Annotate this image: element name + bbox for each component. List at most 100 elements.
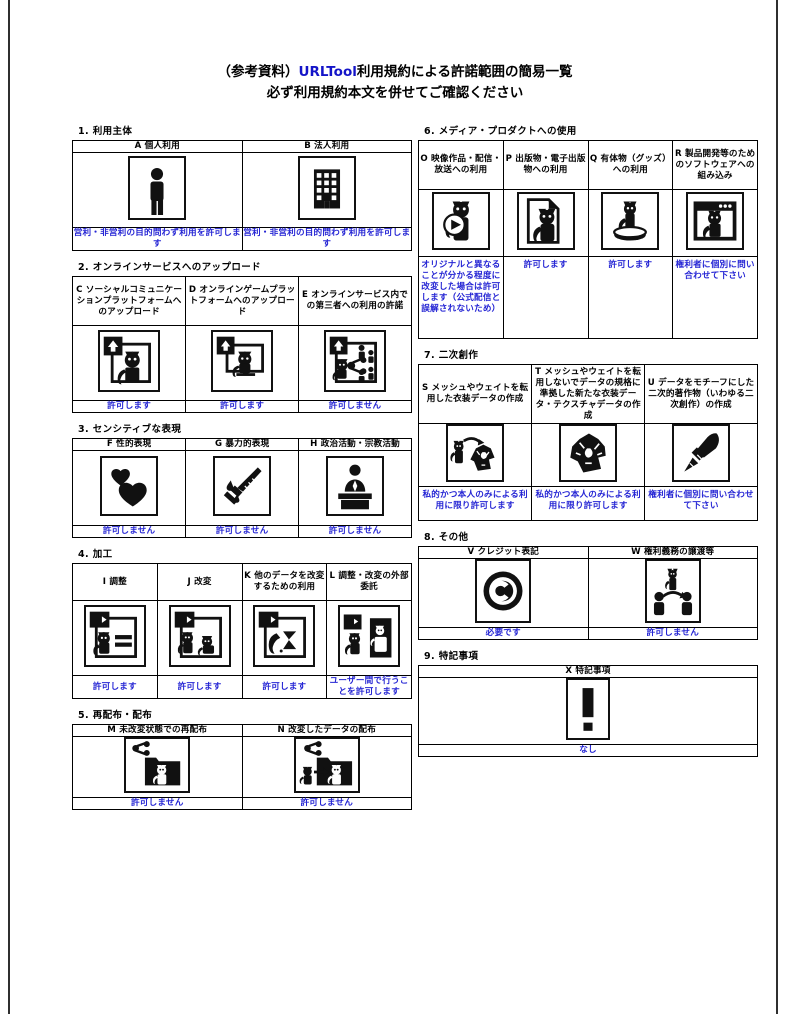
cell-icon-M [72, 736, 243, 798]
section-4-table: I 調整 J 改変 K 他のデータを改変するための利用 L 調整・改変の外部委託 [72, 563, 412, 699]
cell-header-H: H 政治活動・宗教活動 [298, 438, 412, 451]
section-6-heading: 6. メディア・プロダクトへの使用 [424, 126, 577, 137]
section-5-heading: 5. 再配布・配布 [78, 710, 153, 721]
cell-icon-G [185, 450, 300, 526]
table-row [417, 423, 758, 487]
title-line-1: （参考資料）URLTool利用規約による許諾範囲の簡易一覧 [10, 62, 780, 83]
arrow-cat-morph-icon [253, 605, 316, 667]
table-row [418, 189, 758, 257]
table-row: 許可します 許可します 許可します ユーザー間で行うことを許可します [72, 675, 412, 699]
cell-icon-F [71, 450, 187, 526]
table-row: M 未改変状態での再配布 N 改変したデータの配布 [72, 724, 412, 737]
section-3-table: F 性的表現 G 暴力的表現 H 政治活動・宗教活動 [71, 438, 412, 538]
cell-note-K: 許可します [241, 675, 328, 699]
cell-header-M: M 未改変状態での再配布 [72, 724, 243, 737]
cell-note-M: 許可しません [72, 797, 243, 810]
table-row: 営利・非営利の目的問わず利用を許可します 営利・非営利の目的問わず利用を許可しま… [72, 227, 412, 251]
cell-icon-S [417, 423, 533, 487]
section-8-table: V クレジット表記 W 権利義務の譲渡等 [418, 546, 758, 640]
cell-icon-O [418, 189, 504, 257]
cell-header-P: P 出版物・電子出版物への利用 [502, 140, 589, 190]
cell-header-F: F 性的表現 [71, 438, 187, 451]
table-row [72, 152, 412, 228]
cell-header-S: S メッシュやウェイトを転用した衣装データの作成 [417, 364, 533, 424]
table-row [72, 600, 412, 676]
cell-note-V: 必要です [418, 627, 589, 640]
left-column: 1. 利用主体 A 個人利用 B 法人利用 [71, 126, 412, 821]
cell-note-A: 営利・非営利の目的問わず利用を許可します [72, 227, 243, 251]
table-row: なし [418, 744, 758, 757]
cat-to-garment-icon [446, 424, 505, 482]
section-2: 2. オンラインサービスへのアップロード C ソーシャルコミュニケーションプラッ… [71, 262, 412, 413]
cell-note-I: 許可します [72, 675, 158, 699]
upload-cat-share-icon [324, 330, 387, 392]
cell-header-R: R 製品開発等のためのソフトウェアへの組み込み [672, 140, 758, 190]
knife-blood-icon [213, 456, 272, 516]
paintbrush-icon [672, 424, 731, 482]
cell-header-O: O 映像作品・配信・放送への利用 [418, 140, 504, 190]
cell-note-U: 権利者に個別に問い合わせて下さい [644, 486, 758, 521]
cell-icon-N [241, 736, 412, 798]
table-row: 必要です 許可しません [418, 627, 758, 640]
cat-app-window-icon [686, 192, 745, 250]
table-row: S メッシュやウェイトを転用した衣装データの作成 T メッシュやウェイトを転用し… [417, 364, 758, 424]
cell-header-W: W 権利義務の譲渡等 [587, 546, 758, 559]
cat-play-button-icon [431, 192, 490, 250]
cell-note-X: なし [418, 744, 758, 757]
title-prefix: （参考資料） [217, 64, 299, 80]
table-row [418, 677, 758, 745]
cell-note-L: ユーザー間で行うことを許可します [326, 675, 412, 699]
cell-note-B: 営利・非営利の目的問わず利用を許可します [241, 227, 412, 251]
cell-header-B: B 法人利用 [241, 140, 412, 153]
building-icon [297, 156, 356, 220]
section-4: 4. 加工 I 調整 J 改変 K 他のデータを改変するための利用 L 調整・改… [72, 549, 412, 699]
section-7-table: S メッシュやウェイトを転用した衣装データの作成 T メッシュやウェイトを転用し… [417, 364, 758, 521]
table-row: 許可しません 許可しません 許可しません [71, 525, 412, 538]
section-8: 8. その他 V クレジット表記 W 権利義務の譲渡等 [418, 532, 758, 640]
cell-icon-V [418, 558, 589, 628]
section-1-heading: 1. 利用主体 [78, 126, 133, 137]
cell-icon-C [71, 325, 187, 401]
cell-header-T: T メッシュやウェイトを転用しないでデータの規格に準拠した新たな衣装データ・テク… [531, 364, 646, 424]
table-row [418, 558, 758, 628]
copyright-icon [475, 559, 532, 623]
cell-header-D: D オンラインゲームプラットフォームへのアップロード [185, 276, 300, 326]
cell-header-N: N 改変したデータの配布 [241, 724, 412, 737]
cell-icon-I [72, 600, 158, 676]
cell-icon-H [298, 450, 412, 526]
section-8-heading: 8. その他 [424, 532, 469, 543]
share-folder-modified-cat-icon [293, 737, 360, 793]
table-row [72, 736, 412, 798]
cell-icon-P [502, 189, 589, 257]
cell-icon-E [298, 325, 412, 401]
table-row: X 特記事項 [418, 665, 758, 678]
section-1: 1. 利用主体 A 個人利用 B 法人利用 [72, 126, 412, 251]
cell-icon-X [418, 677, 758, 745]
cell-header-V: V クレジット表記 [418, 546, 589, 559]
cell-header-A: A 個人利用 [72, 140, 243, 153]
table-row: F 性的表現 G 暴力的表現 H 政治活動・宗教活動 [71, 438, 412, 451]
right-column: 6. メディア・プロダクトへの使用 O 映像作品・配信・放送への利用 P 出版物… [417, 126, 758, 768]
share-folder-cat-icon [124, 737, 191, 793]
cell-icon-R [672, 189, 758, 257]
cat-figurine-icon [601, 192, 660, 250]
cell-icon-K [241, 600, 328, 676]
transfer-cat-icon [644, 559, 701, 623]
hearts-icon [100, 456, 159, 516]
cell-icon-B [241, 152, 412, 228]
cell-header-U: U データをモチーフにした二次的著作物（いわゆる二次創作）の作成 [644, 364, 758, 424]
cell-header-L: L 調整・改変の外部委託 [326, 563, 412, 601]
section-5: 5. 再配布・配布 M 未改変状態での再配布 N 改変したデータの配布 [72, 710, 412, 810]
section-5-table: M 未改変状態での再配布 N 改変したデータの配布 [72, 724, 412, 810]
speaker-podium-icon [326, 456, 385, 516]
section-4-heading: 4. 加工 [78, 549, 113, 560]
cell-header-E: E オンラインサービス内での第三者への利用の許諾 [298, 276, 412, 326]
exclamation-icon [566, 678, 610, 740]
section-9-table: X 特記事項 なし [418, 665, 758, 757]
cell-header-K: K 他のデータを改変するための利用 [241, 563, 328, 601]
cell-header-X: X 特記事項 [418, 665, 758, 678]
table-row: オリジナルと異なることが分かる程度に改変した場合は許可します（公式配信と誤解され… [418, 256, 758, 339]
table-row: 許可します 許可します 許可しません [71, 400, 412, 413]
section-7-heading: 7. 二次創作 [424, 350, 479, 361]
table-row: C ソーシャルコミュニケーションプラットフォームへのアップロード D オンライン… [71, 276, 412, 326]
